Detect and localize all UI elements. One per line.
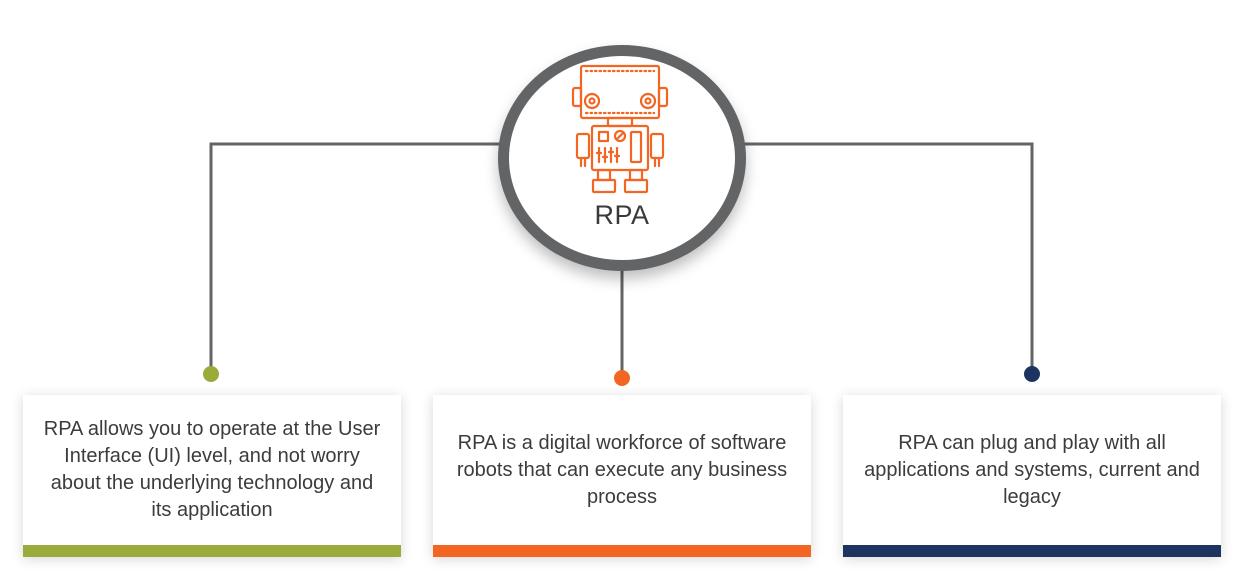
card-accent-bar — [23, 545, 401, 557]
info-card-digital-workforce: RPA is a digital workforce of software r… — [433, 395, 811, 557]
card-text: RPA allows you to operate at the User In… — [43, 418, 381, 521]
rpa-hub-circle — [498, 45, 746, 271]
card-text: RPA can plug and play with all applicati… — [864, 431, 1200, 508]
endpoint-dot-center — [614, 370, 630, 386]
connector-left — [209, 142, 500, 372]
info-card-ui-level: RPA allows you to operate at the User In… — [23, 395, 401, 557]
info-card-plug-and-play: RPA can plug and play with all applicati… — [843, 395, 1221, 557]
robot-icon — [571, 64, 669, 194]
card-accent-bar — [843, 545, 1221, 557]
card-accent-bar — [433, 545, 811, 557]
endpoint-dot-right — [1024, 366, 1040, 382]
connector-right — [744, 142, 1034, 372]
endpoint-dot-left — [203, 366, 219, 382]
card-text: RPA is a digital workforce of software r… — [456, 431, 788, 508]
hub-label: RPA — [594, 200, 650, 230]
